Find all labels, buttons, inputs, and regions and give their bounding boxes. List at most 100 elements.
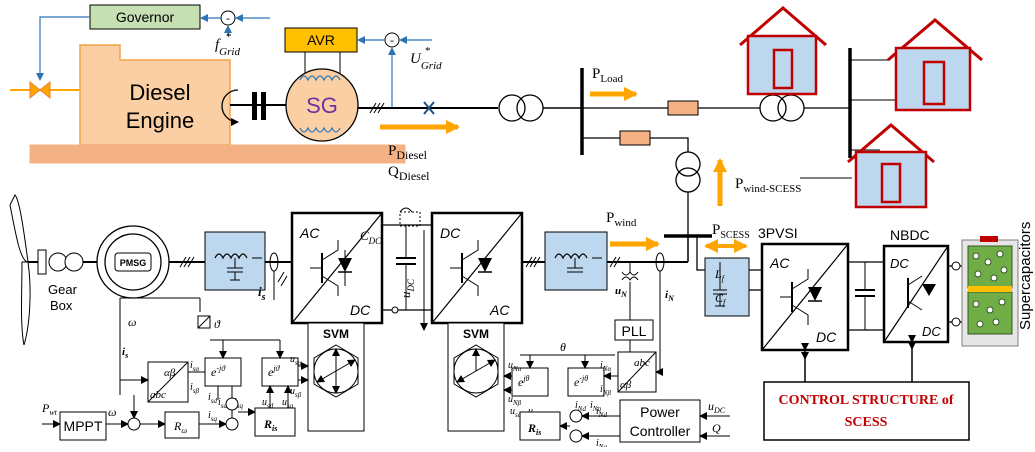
pll-label: PLL [622,323,647,339]
transformer-3 [675,151,701,193]
pmsg-machine: PMSG [96,225,170,299]
u-grid-star: * [425,45,431,57]
speed-controller-block: Rω [164,411,200,439]
usq-label: usq [282,397,294,410]
inv-park-1-label: ejϑ [268,364,281,379]
three-phase-tick-top [369,102,385,114]
nbdc-dc1-label: DC [890,256,909,271]
u-grid-label: UGrid [410,51,442,72]
speed-sensor-icon [197,315,211,329]
ab-label-1: αβ [164,367,176,379]
f-grid-label: fGrid [215,37,240,58]
three-phase-tick-1 [179,256,195,268]
p-wind-label: Pwind [606,210,637,229]
inv-park-transform-1: ejϑ [261,357,299,387]
supercapacitor-bank-icon [961,236,1019,347]
power-controller-label-1: Power [640,404,680,420]
r-omega-label: Rω [173,419,187,435]
pvsi-ac-label: AC [769,255,790,271]
una-label: uNα [508,360,522,373]
ind-star-label: iNd [596,406,607,419]
cdc-label: CDC [360,228,382,246]
current-controller-1: Ris [254,407,296,437]
speed-sum-junction [127,417,141,431]
inv-park-2-label: ejθ [518,374,530,389]
ab-label-2: αβ [620,379,632,391]
park-transform-1: e-jϑ [204,357,242,387]
pll-block: PLL [614,319,654,341]
abc-label-2: abc [634,357,650,369]
transformer-1 [498,94,544,122]
avr-block: AVR [284,27,358,53]
omega-label: ω [128,315,136,329]
svm-1-label: SVM [323,327,349,341]
cf-label: Cf [715,291,727,307]
mppt-label: MPPT [64,418,103,434]
line-impedance-2 [619,130,651,146]
q-diesel-label: QDiesel [388,164,430,183]
three-phase-tick-4 [609,256,621,268]
converter-acdc: AC DC [290,211,384,325]
diesel-label-2: Engine [126,108,195,133]
isq-star-label: isq [208,410,218,423]
p-load-label: PLoad [592,66,623,85]
und-label: usd [510,406,522,419]
u-n-label: uN [615,285,628,299]
abc-label-1: abc [150,389,166,401]
voltage-sensor [621,262,639,300]
gear-box-label-1: Gear [48,282,78,297]
inq-label: iNq [590,400,601,413]
converter-dcac: DC AC [430,211,524,325]
power-controller-block: Power Controller [619,399,701,443]
park-transform-2: e-jθ [567,367,605,397]
engine-base [29,144,406,164]
current-sum-junction-1 [225,397,239,431]
i-n-label: iN [665,289,675,303]
transformer-2 [759,94,805,122]
breaker-x-icon [423,101,435,115]
usb-label: usβ [290,386,302,399]
filter-2 [544,231,608,291]
nbdc-label: NBDC [890,227,930,243]
dc-link-capacitor [396,207,421,310]
converter-3pvsi: AC DC [760,242,850,352]
filter-1 [204,231,266,291]
omega-star-label: ω [108,405,116,419]
pvsi-dc-label: DC [816,329,837,345]
inq-star-label: iNq [596,438,607,447]
pmsg-label: PMSG [120,258,147,268]
park-2-label: e-jθ [574,374,588,389]
lf-label: Lf [714,267,726,283]
q-star-label: Q [712,421,721,435]
conv2-ac-label: AC [489,302,510,318]
conv1-ac-label: AC [299,225,320,241]
fuel-valve-icon [10,80,90,100]
synchronous-generator: SG [285,68,359,142]
line-impedance-1 [667,100,699,116]
svm-block-2: SVM [447,322,505,432]
minus-sign: - [226,11,230,25]
clarke-transform-1: αβ abc [147,361,189,403]
lc-filter [704,257,750,317]
gearbox-icon [37,249,98,275]
gear-box-label-2: Box [50,298,73,313]
conv2-dc-label: DC [440,225,461,241]
i-s-ctrl-label: is [122,346,128,360]
p-wind-scess-label: Pwind-SCESS [735,176,801,195]
scess-dc-capacitor [855,262,875,330]
unb-label: uNβ [508,394,522,407]
svm-2-label: SVM [463,327,489,341]
r-is-2-label: Ris [527,421,541,437]
wind-turbine-icon [9,194,40,346]
p-wt-label: Pwt [41,401,58,417]
governor-block: Governor [89,4,201,30]
nbdc-dc2-label: DC [922,324,941,339]
isd-star-label: isd [208,392,218,405]
minus-sign-2: - [390,33,394,47]
clarke-transform-2: abc αβ [617,351,657,393]
freq-sum-junction: - [220,10,236,26]
power-controller-label-2: Controller [630,423,691,439]
mppt-block: MPPT [59,411,107,441]
